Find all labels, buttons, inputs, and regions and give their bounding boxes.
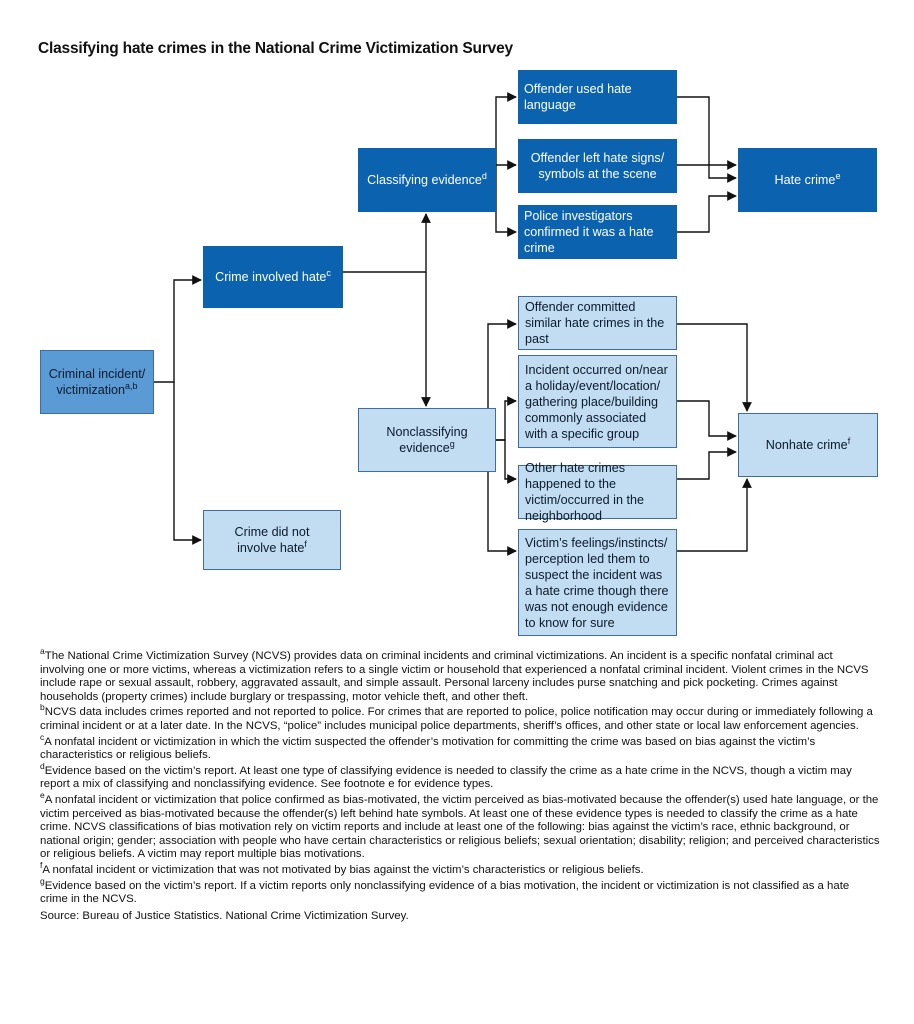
arrow-to-other-hate-crimes [496, 439, 517, 484]
node-victim-feelings-label: Victim’s feelings/instincts/ perception … [525, 535, 669, 630]
footnote-g: gEvidence based on the victim’s report. … [40, 876, 880, 907]
footnote-text: The National Crime Victimization Survey … [40, 650, 869, 703]
node-crime-not-hate-label: Crime did not involve hate [234, 525, 310, 555]
footnote-b: bNCVS data includes crimes reported and … [40, 702, 880, 733]
node-hate-signs: Offender left hate signs/ symbols at the… [518, 139, 677, 193]
arrow-hate-signs-to-hate-crime [677, 164, 737, 183]
arrow-to-police-confirmed [495, 178, 517, 237]
node-criminal-incident-footnote-mark: a,b [125, 380, 138, 391]
node-hate-crime-label: Hate crime [774, 173, 836, 187]
arrow-hate-language-to-hate-crime [677, 96, 737, 170]
node-hate-language: Offender used hate language [518, 70, 677, 124]
node-criminal-incident: Criminal incident/ victimizationa,b [40, 350, 154, 414]
arrow-other-to-nonhate [677, 447, 737, 480]
arrow-police-to-hate-crime [677, 191, 737, 233]
node-victim-feelings: Victim’s feelings/instincts/ perception … [518, 529, 677, 636]
arrow-to-victim-feelings [487, 460, 517, 556]
node-hate-crime: Hate crimee [738, 148, 877, 212]
footnote-c: cA nonfatal incident or victimization in… [40, 733, 880, 763]
footnote-d: dEvidence based on the victim’s report. … [40, 762, 880, 792]
arrow-holiday-to-nonhate [677, 400, 737, 441]
node-crime-not-hate: Crime did not involve hatef [203, 510, 341, 570]
footnote-mark: d [40, 760, 45, 771]
footnote-mark: b [40, 702, 45, 713]
footnote-f: fA nonfatal incident or victimization th… [40, 861, 880, 878]
arrow-similar-past-to-nonhate [677, 323, 752, 412]
node-hate-language-label: Offender used hate language [524, 82, 632, 112]
arrow-to-crime-not-hate [173, 382, 202, 545]
node-nonhate-crime-label: Nonhate crime [765, 438, 848, 452]
node-crime-involved-hate-footnote-mark: c [326, 267, 331, 278]
connector-arrows [153, 92, 752, 556]
node-holiday-event-label: Incident occurred on/near a holiday/even… [525, 362, 668, 441]
node-classifying-evidence-footnote-mark: d [481, 170, 487, 181]
footnote-mark: a [40, 646, 45, 657]
node-classifying-evidence-label: Classifying evidence [367, 173, 482, 187]
arrow-to-similar-past [487, 319, 517, 420]
node-similar-past: Offender committed similar hate crimes i… [518, 296, 677, 350]
node-classifying-evidence: Classifying evidenced [358, 148, 496, 212]
footnote-text: A nonfatal incident or victimization tha… [42, 863, 644, 876]
node-crime-involved-hate: Crime involved hatec [203, 246, 343, 308]
node-hate-signs-label: Offender left hate signs/ symbols at the… [530, 151, 665, 181]
footnote-mark: g [40, 875, 45, 886]
footnotes: aThe National Crime Victimization Survey… [40, 647, 880, 925]
node-crime-involved-hate-label: Crime involved hate [215, 270, 327, 284]
node-other-hate-crimes-label: Other hate crimes happened to the victim… [525, 461, 644, 523]
source-note: Source: Bureau of Justice Statistics. Na… [40, 909, 409, 922]
footnote-a: aThe National Crime Victimization Survey… [40, 647, 880, 704]
node-nonclassifying-evidence: Nonclassifying evidenceg [358, 408, 496, 472]
node-criminal-incident-label: Criminal incident/ victimization [48, 367, 146, 397]
footnote-mark: e [40, 790, 45, 801]
arrow-to-hate-language [495, 92, 517, 178]
node-hate-crime-footnote-mark: e [835, 170, 841, 181]
node-holiday-event: Incident occurred on/near a holiday/even… [518, 355, 677, 448]
node-nonclassifying-evidence-label: Nonclassifying evidence [386, 425, 468, 455]
arrow-to-classifying [342, 213, 431, 273]
arrow-to-crime-involved-hate [153, 275, 202, 383]
diagram-title: Classifying hate crimes in the National … [38, 40, 513, 57]
node-other-hate-crimes: Other hate crimes happened to the victim… [518, 461, 677, 523]
node-similar-past-label: Offender committed similar hate crimes i… [525, 300, 665, 346]
footnote-mark: c [40, 731, 45, 742]
footnote-text: NCVS data includes crimes reported and n… [40, 706, 873, 732]
node-nonhate-crime-footnote-mark: f [847, 435, 851, 446]
node-crime-not-hate-footnote-mark: f [304, 538, 307, 549]
footnote-text: A nonfatal incident or victimization tha… [40, 793, 880, 861]
node-police-confirmed-label: Police investigators confirmed it was a … [524, 209, 654, 255]
node-police-confirmed: Police investigators confirmed it was a … [518, 205, 677, 259]
node-nonhate-crime: Nonhate crimef [738, 413, 878, 477]
node-nonclassifying-evidence-footnote-mark: g [449, 438, 455, 449]
footnote-text: A nonfatal incident or victimization in … [40, 735, 816, 762]
arrow-feelings-to-nonhate [677, 478, 752, 552]
arrow-to-holiday-event [496, 396, 517, 441]
footnote-text: Evidence based on the victim’s report. I… [40, 879, 850, 906]
footnote-e: eA nonfatal incident or victimization th… [40, 791, 880, 862]
footnote-mark: f [40, 860, 43, 871]
footnote-text: Evidence based on the victim’s report. A… [40, 764, 852, 791]
